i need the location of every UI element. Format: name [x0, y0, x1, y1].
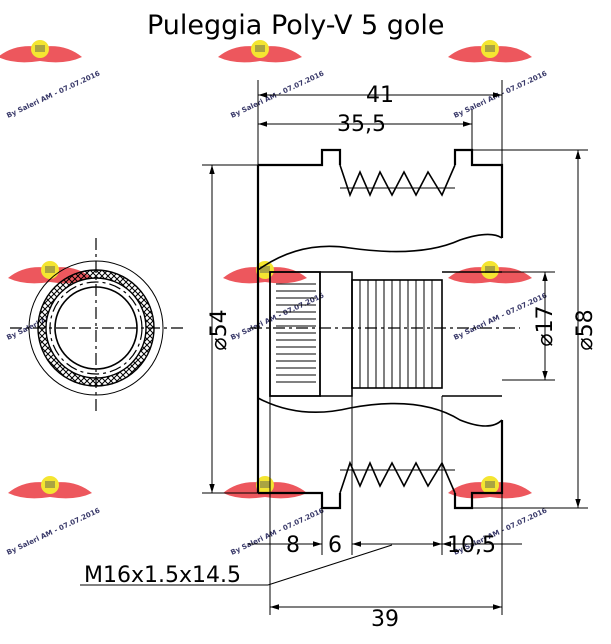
dim-bore-diameter-group: ⌀17: [533, 305, 558, 346]
svg-text:By Saleri AM - 07.07.2016: By Saleri AM - 07.07.2016: [229, 291, 325, 341]
svg-text:⌀54: ⌀54: [207, 309, 232, 350]
watermark-logo-icon: [0, 40, 532, 499]
dim-right-offset: 10,5: [447, 533, 496, 558]
dim-inner-diameter: 54: [207, 309, 232, 337]
dim-middle-offset: 6: [328, 533, 342, 558]
svg-text:By Saleri AM - 07.07.2016: By Saleri AM - 07.07.2016: [229, 506, 325, 556]
diameter-symbol: ⌀: [533, 333, 558, 346]
section-view: [250, 148, 520, 510]
dim-inner-diameter-group: ⌀54: [207, 309, 232, 350]
dim-groove-width: 35,5: [337, 112, 386, 137]
svg-text:By Saleri AM - 07.07.2016: By Saleri AM - 07.07.2016: [5, 506, 101, 556]
svg-text:⌀17: ⌀17: [533, 305, 558, 346]
diameter-symbol: ⌀: [573, 337, 598, 350]
dim-left-offset: 8: [286, 533, 300, 558]
svg-text:⌀58: ⌀58: [573, 309, 598, 350]
end-view: [10, 238, 184, 412]
dim-bore-diameter: 17: [533, 305, 558, 333]
dim-outer-diameter: 58: [573, 309, 598, 337]
diameter-symbol: ⌀: [207, 337, 232, 350]
dim-bottom-width: 39: [371, 607, 399, 632]
dimension-lines: [80, 80, 588, 615]
dim-thread: M16x1.5x14.5: [84, 563, 241, 588]
svg-text:By Saleri AM - 07.07.2016: By Saleri AM - 07.07.2016: [5, 69, 101, 119]
drawing-title: Puleggia Poly-V 5 gole: [147, 10, 445, 41]
dim-overall-width: 41: [366, 83, 394, 108]
dim-outer-diameter-group: ⌀58: [573, 309, 598, 350]
spline-teeth: [276, 283, 316, 383]
